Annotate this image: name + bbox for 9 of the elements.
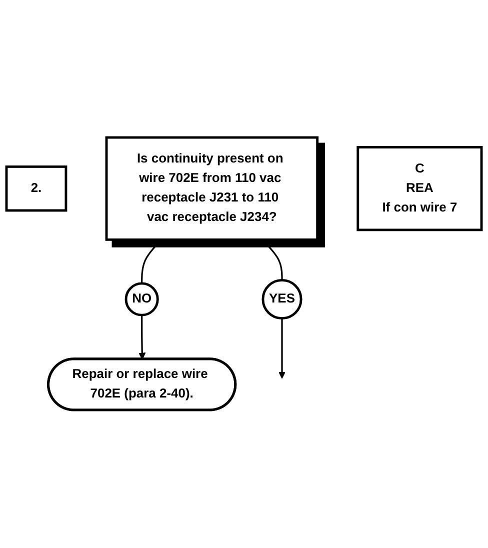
node-box: 2. [5,166,68,212]
node-circle: YES [262,279,302,320]
node-circle: NO [124,282,159,317]
arrow [278,318,286,379]
connector [141,239,162,284]
node-box: C REA If con wire 7 [356,146,483,232]
connector [262,239,283,280]
node-box: Is continuity present on wire 702E from 110 vac receptacle J231 to 110 vac receptacle J234? [105,136,319,242]
arrow [138,315,146,360]
